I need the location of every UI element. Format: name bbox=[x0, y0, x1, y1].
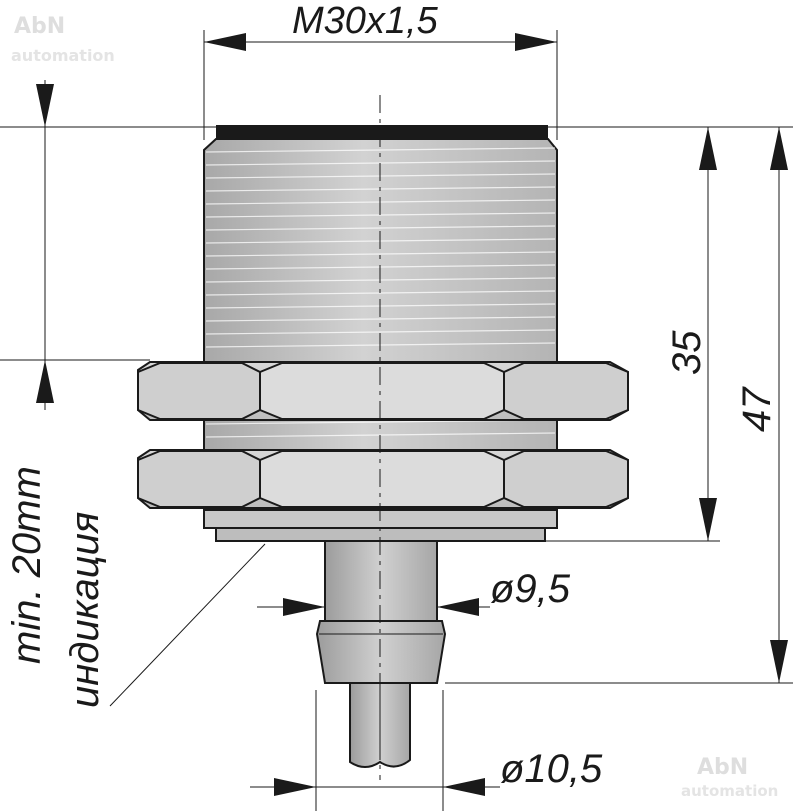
arrow-icon bbox=[770, 640, 788, 683]
large-dia-label: ø10,5 bbox=[500, 747, 603, 791]
arrow-icon bbox=[443, 778, 485, 796]
thread-line bbox=[205, 147, 556, 153]
lower-nut bbox=[137, 449, 629, 509]
arrow-icon bbox=[699, 498, 717, 541]
watermark-bottom-right: AbN automation bbox=[681, 755, 778, 800]
thread-line bbox=[205, 225, 556, 231]
sensor-body bbox=[137, 95, 629, 780]
watermark-brand: AbN bbox=[14, 14, 65, 39]
watermark-top-left: AbN automation bbox=[11, 14, 115, 65]
arrow-icon bbox=[515, 33, 557, 51]
length-35-label: 35 bbox=[665, 330, 709, 375]
dimension-lines bbox=[36, 33, 788, 796]
watermark-brand-2: AbN bbox=[697, 755, 748, 780]
cable-neck bbox=[324, 540, 438, 622]
indication-label: индикация bbox=[63, 512, 107, 708]
thread-line bbox=[205, 316, 556, 322]
upper-nut bbox=[137, 361, 629, 421]
arrow-icon bbox=[36, 84, 54, 127]
arrow-icon bbox=[283, 598, 325, 616]
arrow-icon bbox=[770, 127, 788, 170]
thread-line bbox=[205, 251, 556, 257]
watermark-sub: automation bbox=[11, 46, 115, 65]
cable-gland bbox=[315, 620, 447, 684]
watermark-sub-2: automation bbox=[681, 782, 778, 800]
length-47-label: 47 bbox=[735, 386, 779, 432]
arrow-icon bbox=[699, 127, 717, 170]
arrow-icon bbox=[36, 360, 54, 403]
indication-leader bbox=[109, 543, 266, 707]
sensing-face bbox=[216, 125, 548, 139]
thread-dim-label: M30x1,5 bbox=[292, 0, 439, 42]
small-dia-label: ø9,5 bbox=[490, 567, 571, 611]
thread-line bbox=[205, 329, 556, 335]
arrow-icon bbox=[204, 33, 246, 51]
arrow-icon bbox=[437, 598, 479, 616]
arrow-icon bbox=[274, 778, 316, 796]
min-length-label: min. 20mm bbox=[5, 466, 49, 664]
